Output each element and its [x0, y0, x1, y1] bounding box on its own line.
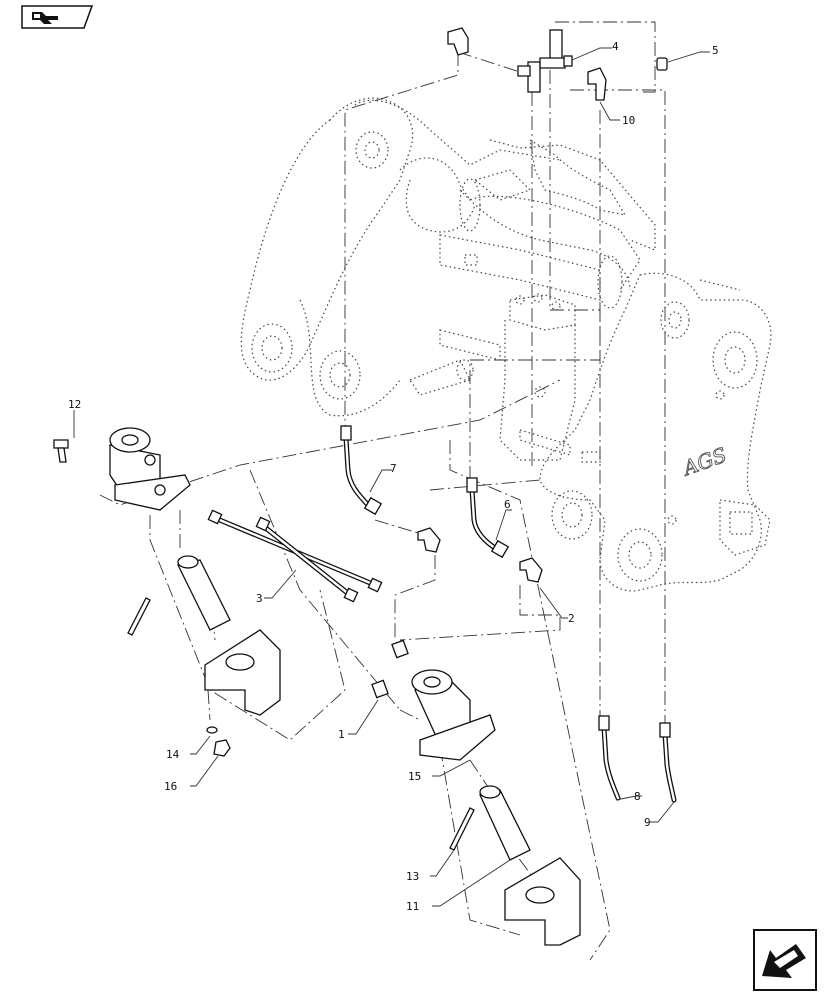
- callout-6[interactable]: 6: [504, 498, 511, 511]
- callout-8[interactable]: 8: [634, 790, 641, 803]
- callout-10[interactable]: 10: [622, 114, 635, 127]
- callouts: 4 5 10 12 7 6 2 3 1 14 16 15 8 9 13 11: [68, 40, 719, 913]
- callout-11[interactable]: 11: [406, 900, 419, 913]
- callout-12[interactable]: 12: [68, 398, 81, 411]
- callout-16[interactable]: 16: [164, 780, 177, 793]
- callout-2[interactable]: 2: [568, 612, 575, 625]
- callout-7[interactable]: 7: [390, 462, 397, 475]
- callout-15[interactable]: 15: [408, 770, 421, 783]
- callout-1[interactable]: 1: [338, 728, 345, 741]
- hydraulic-hoses: [207, 425, 677, 803]
- callout-9[interactable]: 9: [644, 816, 651, 829]
- brand-text: AGS: [678, 443, 730, 481]
- loader-frame: AGS: [240, 97, 772, 592]
- callout-3[interactable]: 3: [256, 592, 263, 605]
- callout-4[interactable]: 4: [612, 40, 619, 53]
- cylinder-right: [411, 669, 581, 946]
- callout-5[interactable]: 5: [712, 44, 719, 57]
- cylinder-left: [109, 427, 281, 716]
- assembly-lines: [99, 21, 666, 961]
- return-arrow-icon[interactable]: [752, 928, 818, 992]
- fittings: [53, 27, 668, 851]
- callout-14[interactable]: 14: [166, 748, 180, 761]
- book-arrow-icon[interactable]: [18, 4, 94, 30]
- callout-13[interactable]: 13: [406, 870, 419, 883]
